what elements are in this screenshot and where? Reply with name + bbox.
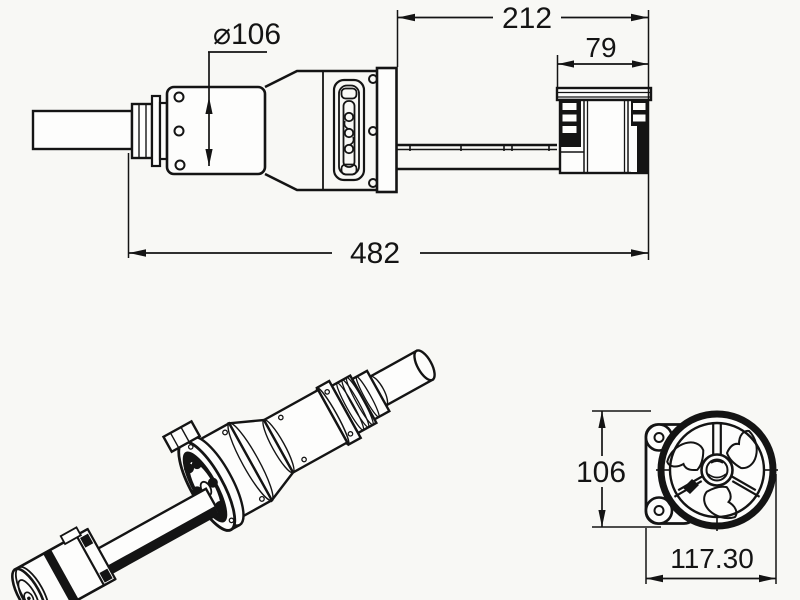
side-view: ⌀106 212 79 <box>31 2 653 270</box>
plate-bolt-hole <box>653 505 665 516</box>
dimension-label-79: 79 <box>585 32 616 63</box>
head-top-plate <box>555 86 653 102</box>
clamp-nut <box>130 102 154 160</box>
dimension-overall-width: 117.30 <box>645 474 777 584</box>
drive-shaft <box>31 109 134 151</box>
iso-top-bracket <box>161 419 202 454</box>
dimension-label-106: 106 <box>576 456 626 489</box>
dimension-overall-length: 482 <box>127 10 650 270</box>
iso-cutter-head <box>11 526 117 600</box>
iso-motor-body <box>192 388 349 522</box>
head-rib-stack-left <box>560 100 581 147</box>
housing-screw <box>174 159 186 171</box>
dimension-head-width: 79 <box>556 32 649 87</box>
dimension-label-212: 212 <box>502 2 552 35</box>
dimension-wheel-diameter: 106 <box>576 410 661 528</box>
guide-head <box>555 86 653 175</box>
centerline-ticks <box>656 469 778 531</box>
mounting-flange <box>375 66 398 194</box>
dimension-label-117-30: 117.30 <box>670 543 754 574</box>
plate-bolt-hole <box>653 432 665 443</box>
gear-housing <box>165 85 267 176</box>
isometric-view <box>11 349 436 600</box>
dimension-spindle-diameter: ⌀106 <box>205 18 281 166</box>
taper-neck <box>264 69 377 192</box>
latch-plate <box>332 78 366 182</box>
support-arm <box>396 143 560 171</box>
plate-ear <box>644 496 674 525</box>
handwheel-cutout <box>666 429 758 520</box>
housing-screw <box>173 125 185 137</box>
spacer-disc <box>150 94 162 168</box>
dimension-label-dia106: ⌀106 <box>213 18 281 51</box>
front-handwheel <box>656 410 778 531</box>
iso-head-hub <box>23 591 35 600</box>
handwheel-hub <box>700 453 734 487</box>
dimension-label-482: 482 <box>350 237 400 270</box>
iso-clamp-nut <box>330 369 391 435</box>
dimension-arm-length: 212 <box>396 2 649 67</box>
front-view: 106 117.30 <box>576 410 778 584</box>
keyway-mark <box>683 479 699 494</box>
housing-screw <box>173 91 185 103</box>
